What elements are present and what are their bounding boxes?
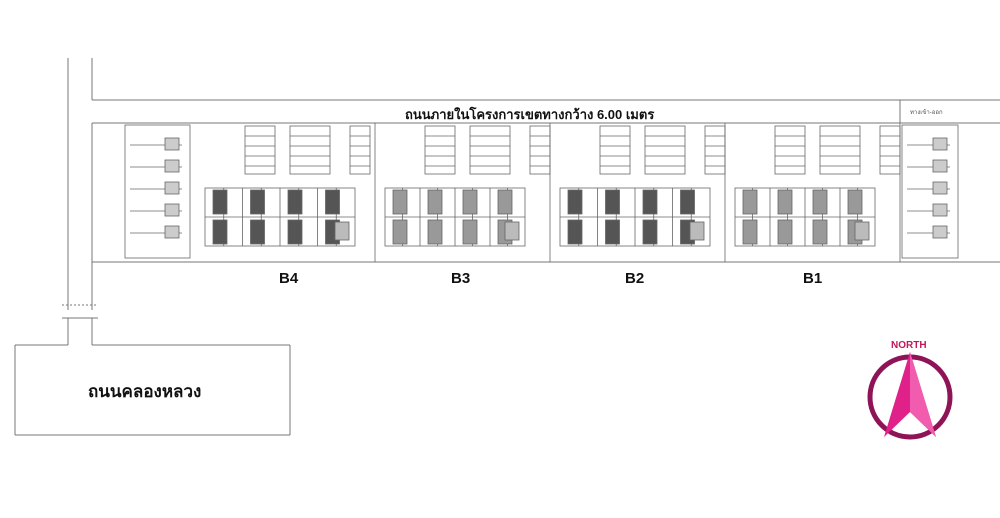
stair-core (504, 221, 520, 241)
parking-stalls (774, 125, 806, 175)
stair-core (854, 221, 870, 241)
stair-core (689, 221, 705, 241)
parking-stalls (879, 125, 901, 175)
stair-core (334, 221, 350, 241)
north-compass (867, 352, 953, 440)
parking-stalls (349, 125, 371, 175)
internal-road-label: ถนนภายในโครงการเขตทางกว้าง 6.00 เมตร (405, 107, 655, 122)
building-label-b4: B4 (279, 270, 299, 287)
parking-stalls (469, 125, 511, 175)
parking-stalls (644, 125, 686, 175)
building-label-b2: B2 (625, 270, 645, 287)
parking-stalls (424, 125, 456, 175)
parking-stalls (529, 125, 551, 175)
side-lot (124, 124, 191, 259)
parking-stalls (289, 125, 331, 175)
parking-stalls (819, 125, 861, 175)
north-label: NORTH (891, 340, 927, 351)
parking-stalls (599, 125, 631, 175)
main-road-label: ถนนคลองหลวง (88, 382, 202, 401)
parking-stalls (244, 125, 276, 175)
parking-stalls (704, 125, 726, 175)
side-lot (901, 124, 959, 259)
building-label-b3: B3 (451, 270, 471, 287)
building-label-b1: B1 (803, 270, 823, 287)
entrance-label: ทางเข้า-ออก (910, 110, 943, 116)
